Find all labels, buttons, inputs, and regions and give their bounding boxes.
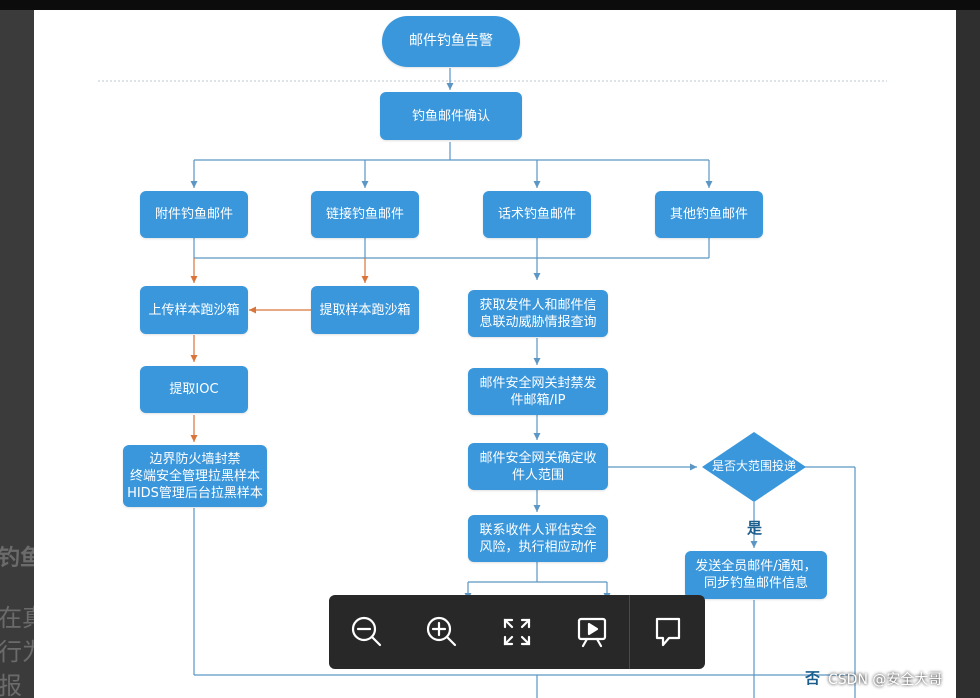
yes-label: 是 (747, 519, 763, 537)
category-other: 其他钓鱼邮件 (655, 191, 763, 238)
background-page: 钓鱼 在真 行为 报 (0, 10, 34, 698)
upload-sandbox-node: 上传样本跑沙箱 (140, 286, 248, 334)
background-text: 报 (0, 672, 22, 698)
gateway-scope-node: 邮件安全网关确定收 件人范围 (468, 443, 608, 490)
background-text: 行为 (0, 638, 34, 666)
category-attachment: 附件钓鱼邮件 (140, 191, 248, 238)
start-node: 邮件钓鱼告警 (382, 16, 520, 67)
category-link: 链接钓鱼邮件 (311, 191, 419, 238)
comment-icon[interactable] (630, 595, 705, 669)
zoom-in-icon[interactable] (404, 595, 479, 669)
no-label: 否 (805, 669, 821, 687)
extract-sandbox-node: 提取样本跑沙箱 (311, 286, 419, 334)
category-social: 话术钓鱼邮件 (483, 191, 591, 238)
decision-label: 是否大范围投递 (711, 459, 796, 473)
connector-lines (98, 68, 887, 698)
notify-node: 发送全员邮件/通知， 同步钓鱼邮件信息 (685, 551, 827, 599)
scrollbar-track (956, 10, 980, 698)
toolbar-divider (629, 595, 630, 669)
background-text: 在真 (0, 604, 34, 632)
block-actions-node: 边界防火墙封禁 终端安全管理拉黑样本 HIDS管理后台拉黑样本 (123, 445, 267, 507)
contact-recipients-node: 联系收件人评估安全 风险，执行相应动作 (468, 515, 608, 562)
diagram-canvas: 邮件钓鱼告警 钓鱼邮件确认 附件钓鱼邮件 链接钓鱼邮件 话术钓鱼邮件 其他钓鱼邮… (34, 10, 956, 698)
decision-diamond (702, 432, 806, 502)
extract-ioc-node: 提取IOC (140, 366, 248, 413)
gateway-block-node: 邮件安全网关封禁发 件邮箱/IP (468, 368, 608, 415)
top-bar (0, 0, 980, 10)
zoom-out-icon[interactable] (329, 595, 404, 669)
slideshow-icon[interactable] (554, 595, 629, 669)
image-viewer-toolbar (329, 595, 705, 669)
confirm-node: 钓鱼邮件确认 (380, 92, 522, 140)
watermark: CSDN @安全大哥 (828, 672, 943, 688)
fullscreen-icon[interactable] (479, 595, 554, 669)
sender-intel-node: 获取发件人和邮件信 息联动威胁情报查询 (468, 290, 608, 337)
background-text: 钓鱼 (0, 546, 34, 571)
